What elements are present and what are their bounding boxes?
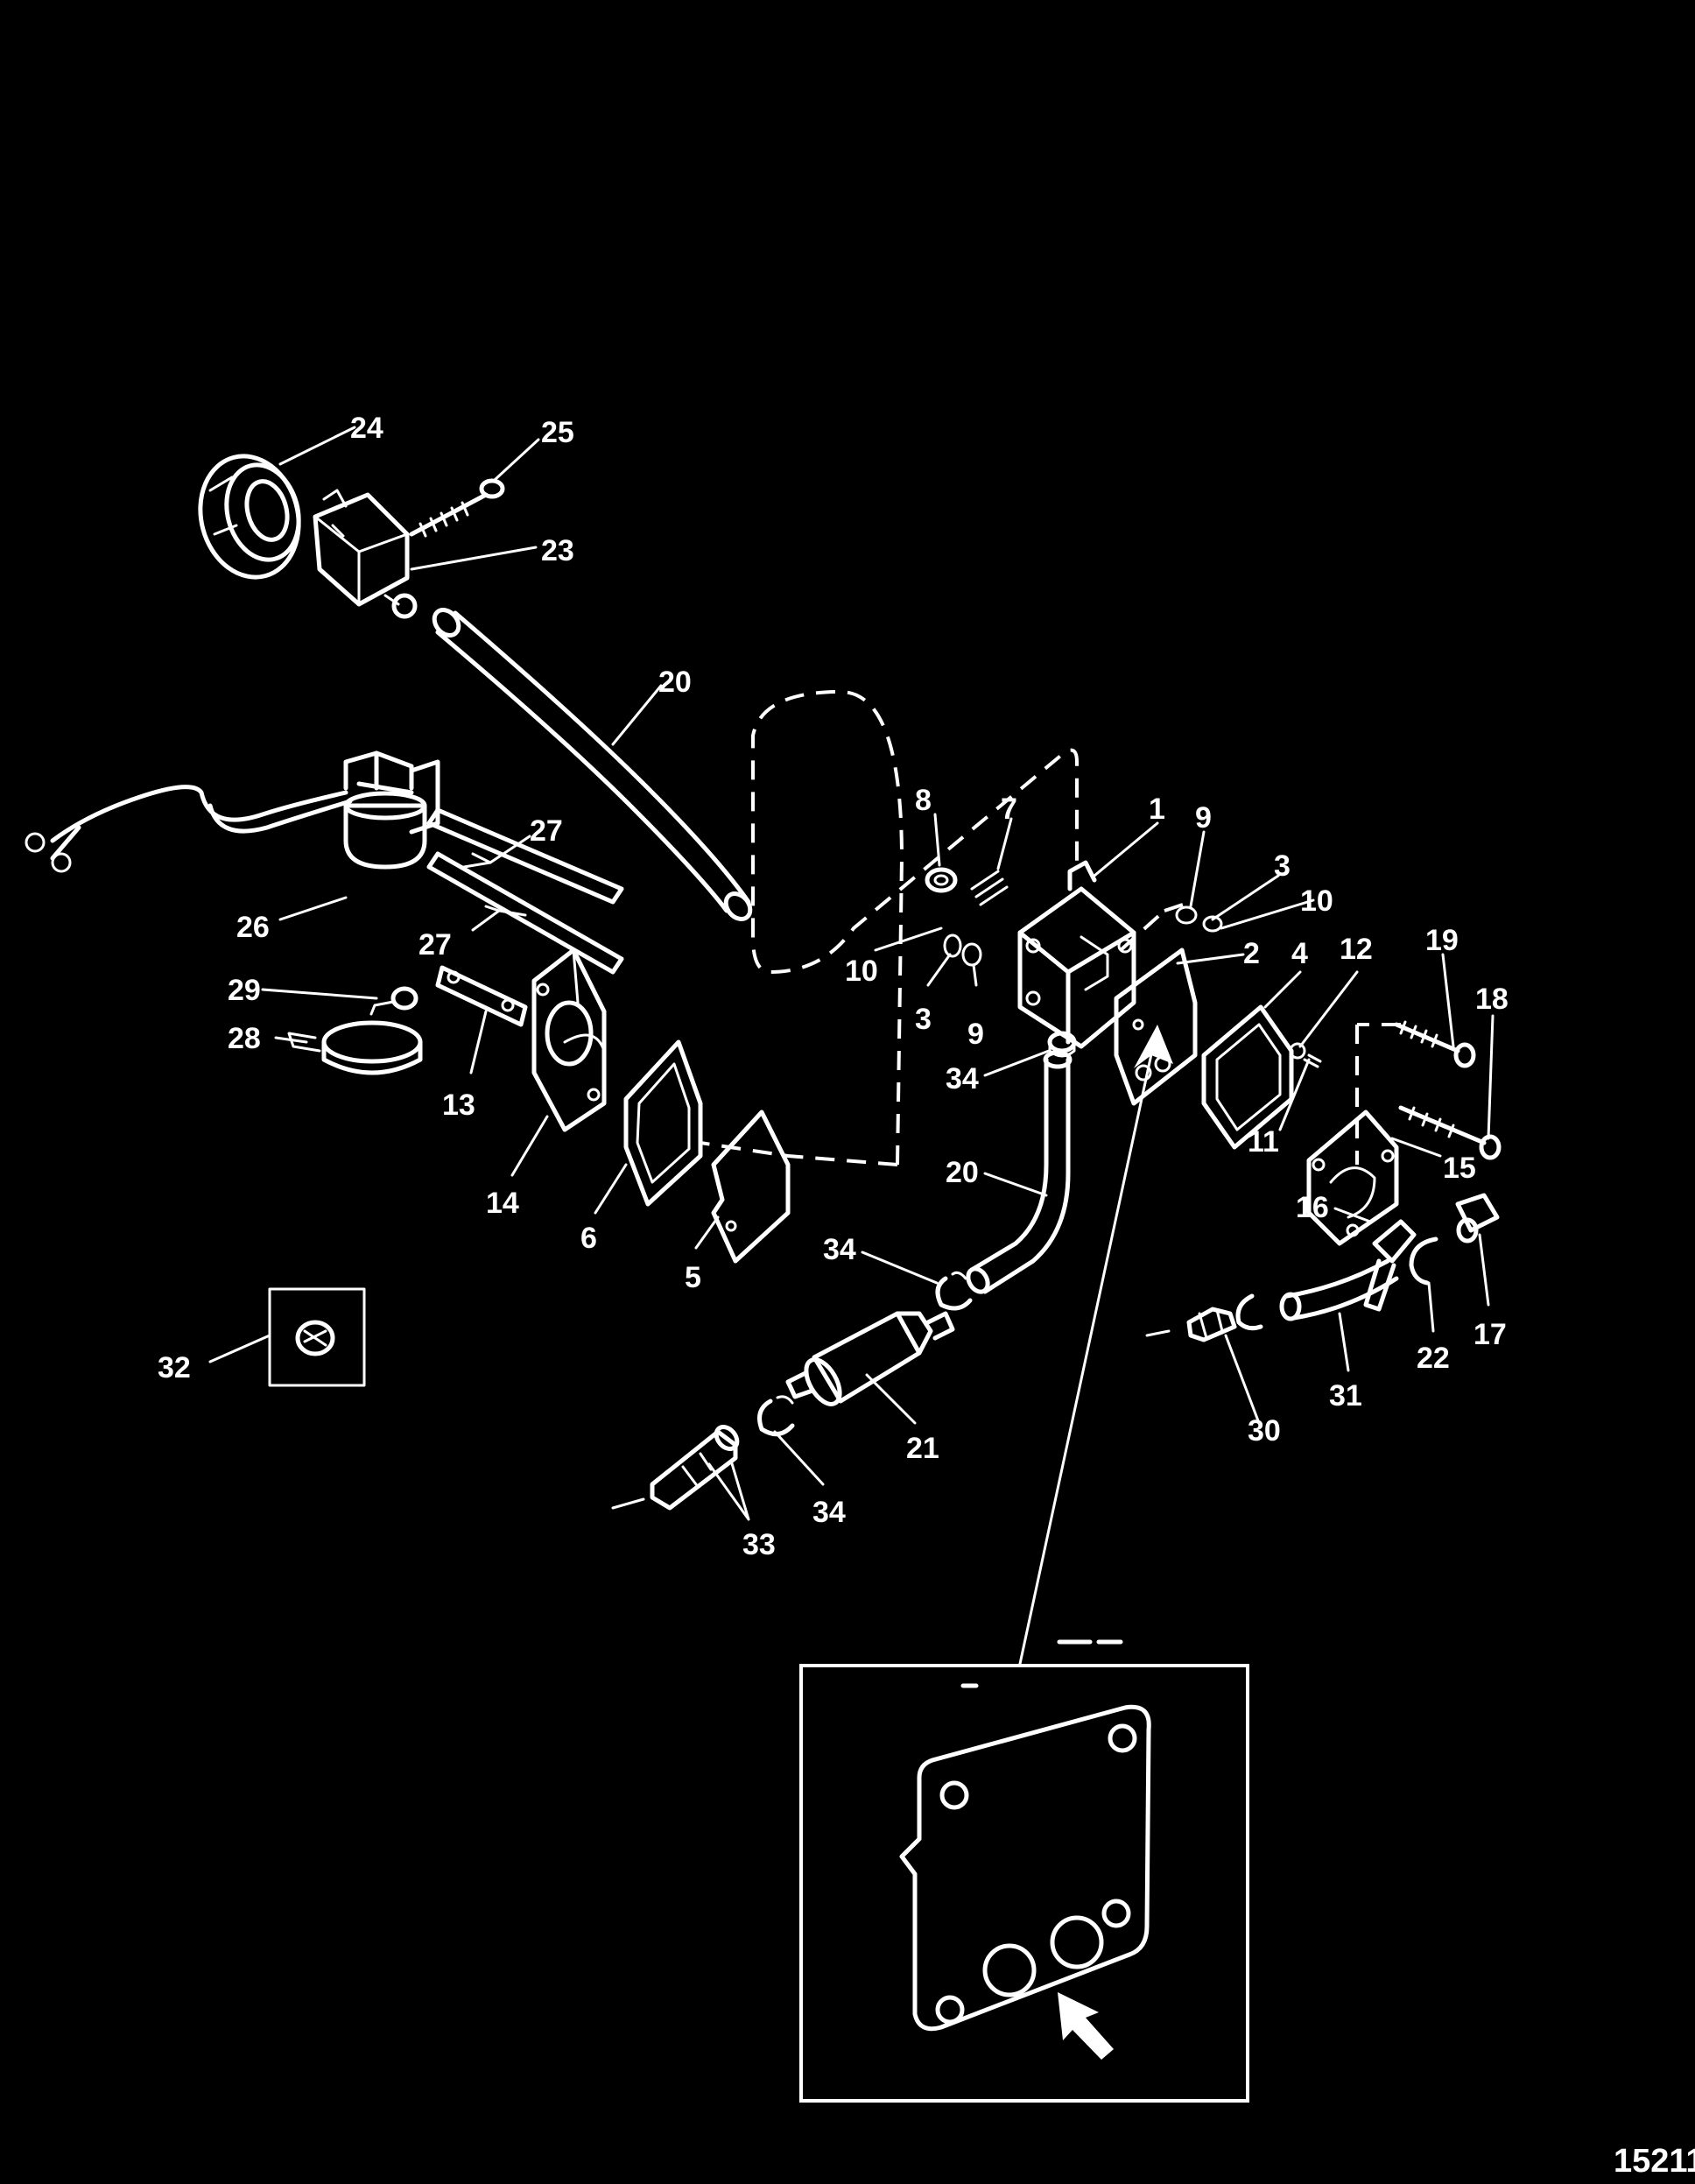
- callout-24: 24: [350, 412, 383, 445]
- callout-4: 4: [1291, 937, 1308, 970]
- callout-20-lower: 20: [946, 1156, 979, 1189]
- callout-10-right: 10: [1300, 884, 1333, 918]
- callout-18: 18: [1475, 983, 1509, 1016]
- callout-3-left: 3: [915, 1003, 932, 1036]
- part-5-diaphragm: [711, 1110, 791, 1264]
- part-1-fuel-pump-body: [1017, 860, 1136, 1049]
- assembly-dashed-line-right: [1355, 1023, 1401, 1165]
- callout-14: 14: [486, 1187, 519, 1220]
- part-30-connector: [1145, 1293, 1263, 1342]
- callout-26: 26: [236, 911, 270, 944]
- part-20-fuel-hose-short: [966, 1050, 1073, 1294]
- gasket-detail-inset: [799, 1639, 1249, 2103]
- callout-31: 31: [1329, 1379, 1362, 1413]
- callout-21: 21: [906, 1432, 939, 1465]
- figure-id: 15211: [1614, 2143, 1695, 2180]
- callout-3-right: 3: [1274, 849, 1291, 883]
- callout-23: 23: [541, 534, 574, 567]
- callout-29: 29: [228, 974, 261, 1007]
- callout-22: 22: [1417, 1342, 1450, 1375]
- part-29-screw: [369, 986, 418, 1016]
- part-16-elbow-fitting: [1363, 1219, 1417, 1312]
- part-20-fuel-hose-long: [432, 608, 753, 921]
- part-25-screw: [409, 478, 505, 538]
- callout-32: 32: [158, 1351, 191, 1384]
- part-27-rods: [426, 807, 624, 975]
- callout-34-lower: 34: [812, 1496, 846, 1529]
- part-8-check-valve-retainer: [925, 867, 958, 893]
- callout-28: 28: [228, 1022, 261, 1055]
- part-17-fitting: [1455, 1193, 1500, 1243]
- callout-labels: 24 25 23 20 27 27 26 29 28 13 14 6 5 8 7…: [158, 412, 1509, 1561]
- part-15-pump-cover: [1306, 1110, 1399, 1246]
- callout-6: 6: [580, 1222, 597, 1255]
- callout-30: 30: [1248, 1414, 1281, 1448]
- part-23-valve-body: [313, 489, 418, 619]
- part-24-grommet: [198, 454, 301, 580]
- callout-16: 16: [1296, 1191, 1329, 1224]
- part-7-spring: [970, 870, 1009, 906]
- callout-9-left: 9: [967, 1018, 984, 1051]
- callout-34-upper: 34: [946, 1062, 979, 1096]
- callout-1: 1: [1149, 793, 1165, 826]
- part-26-solenoid: [25, 750, 440, 873]
- callout-17: 17: [1473, 1318, 1507, 1351]
- callout-20-upper: 20: [658, 666, 692, 699]
- part-18-screw: [1398, 1105, 1502, 1160]
- callout-7: 7: [1001, 793, 1017, 826]
- callout-27-upper: 27: [530, 814, 563, 848]
- callout-19: 19: [1425, 924, 1459, 957]
- leader-lines: [208, 426, 1495, 1521]
- callout-12: 12: [1340, 933, 1373, 966]
- part-34-clamp-middle: [935, 1271, 973, 1311]
- pointer-arrow-to-detail: [1018, 1025, 1173, 1666]
- part-13-retainer-plate: [435, 965, 528, 1027]
- part-31-short-hose: [1279, 1258, 1399, 1321]
- assembly-dashed-line-loop: [751, 689, 1079, 1166]
- part-14-pump-base: [531, 948, 607, 1132]
- callout-34-middle: 34: [823, 1233, 856, 1266]
- callout-13: 13: [442, 1088, 475, 1122]
- part-19-screw: [1394, 1020, 1476, 1068]
- part-21-fuel-filter: [785, 1311, 955, 1406]
- callout-9-right: 9: [1195, 801, 1212, 835]
- callout-33: 33: [742, 1528, 776, 1561]
- callout-25: 25: [541, 416, 574, 449]
- callout-15: 15: [1443, 1152, 1476, 1185]
- part-22-clip: [1409, 1236, 1438, 1286]
- part-11-12-check-valve: [1289, 1042, 1322, 1068]
- callout-5: 5: [685, 1261, 701, 1294]
- pointer-arrow-in-detail: [1058, 1992, 1114, 2060]
- callout-2: 2: [1243, 937, 1260, 970]
- assembly-dashed-line-gasket: [1119, 900, 1192, 952]
- callout-10-left: 10: [845, 955, 878, 988]
- part-3-9-10-check-valves-left: [943, 933, 982, 967]
- part-33-hose-fitting: [611, 1424, 740, 1511]
- callout-11: 11: [1248, 1125, 1279, 1159]
- part-32-plug-inset: [268, 1287, 366, 1387]
- callout-27-lower: 27: [418, 928, 452, 962]
- part-34-clamp-lower: [757, 1395, 795, 1437]
- callout-8: 8: [915, 784, 932, 817]
- part-3-9-10-check-valves-right: [1175, 905, 1223, 933]
- part-6-gasket: [623, 1039, 703, 1207]
